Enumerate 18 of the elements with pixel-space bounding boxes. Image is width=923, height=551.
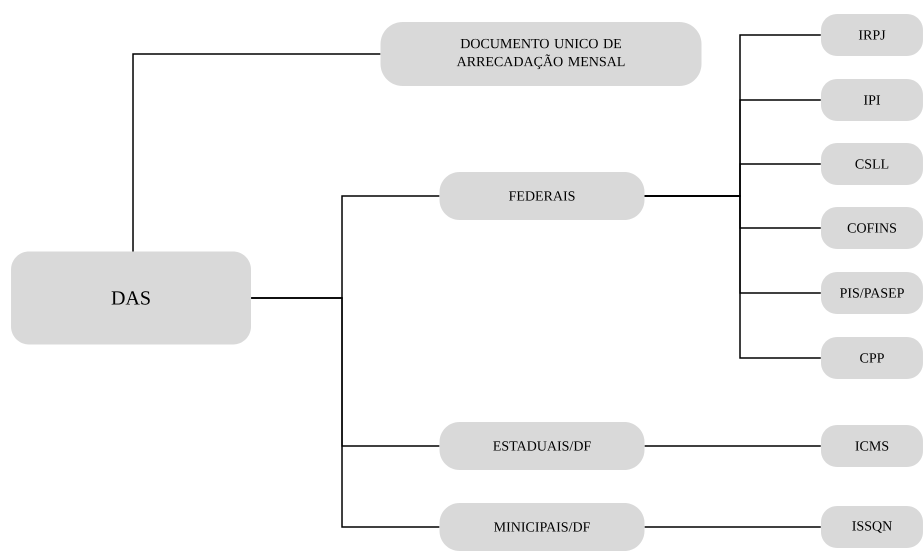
connector-line bbox=[644, 195, 821, 359]
rounded-box: CSLL bbox=[821, 143, 923, 185]
rounded-box: IRPJ bbox=[821, 14, 923, 56]
connector-line bbox=[251, 297, 440, 528]
rounded-box: DAS bbox=[11, 252, 251, 344]
rounded-box: DOCUMENTO UNICO DE ARRECADAÇÃO MENSAL bbox=[380, 22, 702, 86]
connector-line bbox=[644, 526, 821, 528]
connector-line bbox=[644, 445, 821, 447]
rounded-box: PIS/PASEP bbox=[821, 272, 923, 314]
rounded-box: ESTADUAIS/DF bbox=[440, 422, 644, 470]
rounded-box: COFINS bbox=[821, 207, 923, 249]
rounded-box: ICMS bbox=[821, 424, 923, 467]
rounded-box: ISSQN bbox=[821, 506, 923, 548]
rounded-box: IPI bbox=[821, 79, 923, 121]
rounded-box: FEDERAIS bbox=[440, 172, 644, 220]
connector-line bbox=[132, 53, 380, 252]
rounded-box: CPP bbox=[821, 337, 923, 379]
rounded-box: MINICIPAIS/DF bbox=[440, 502, 644, 551]
